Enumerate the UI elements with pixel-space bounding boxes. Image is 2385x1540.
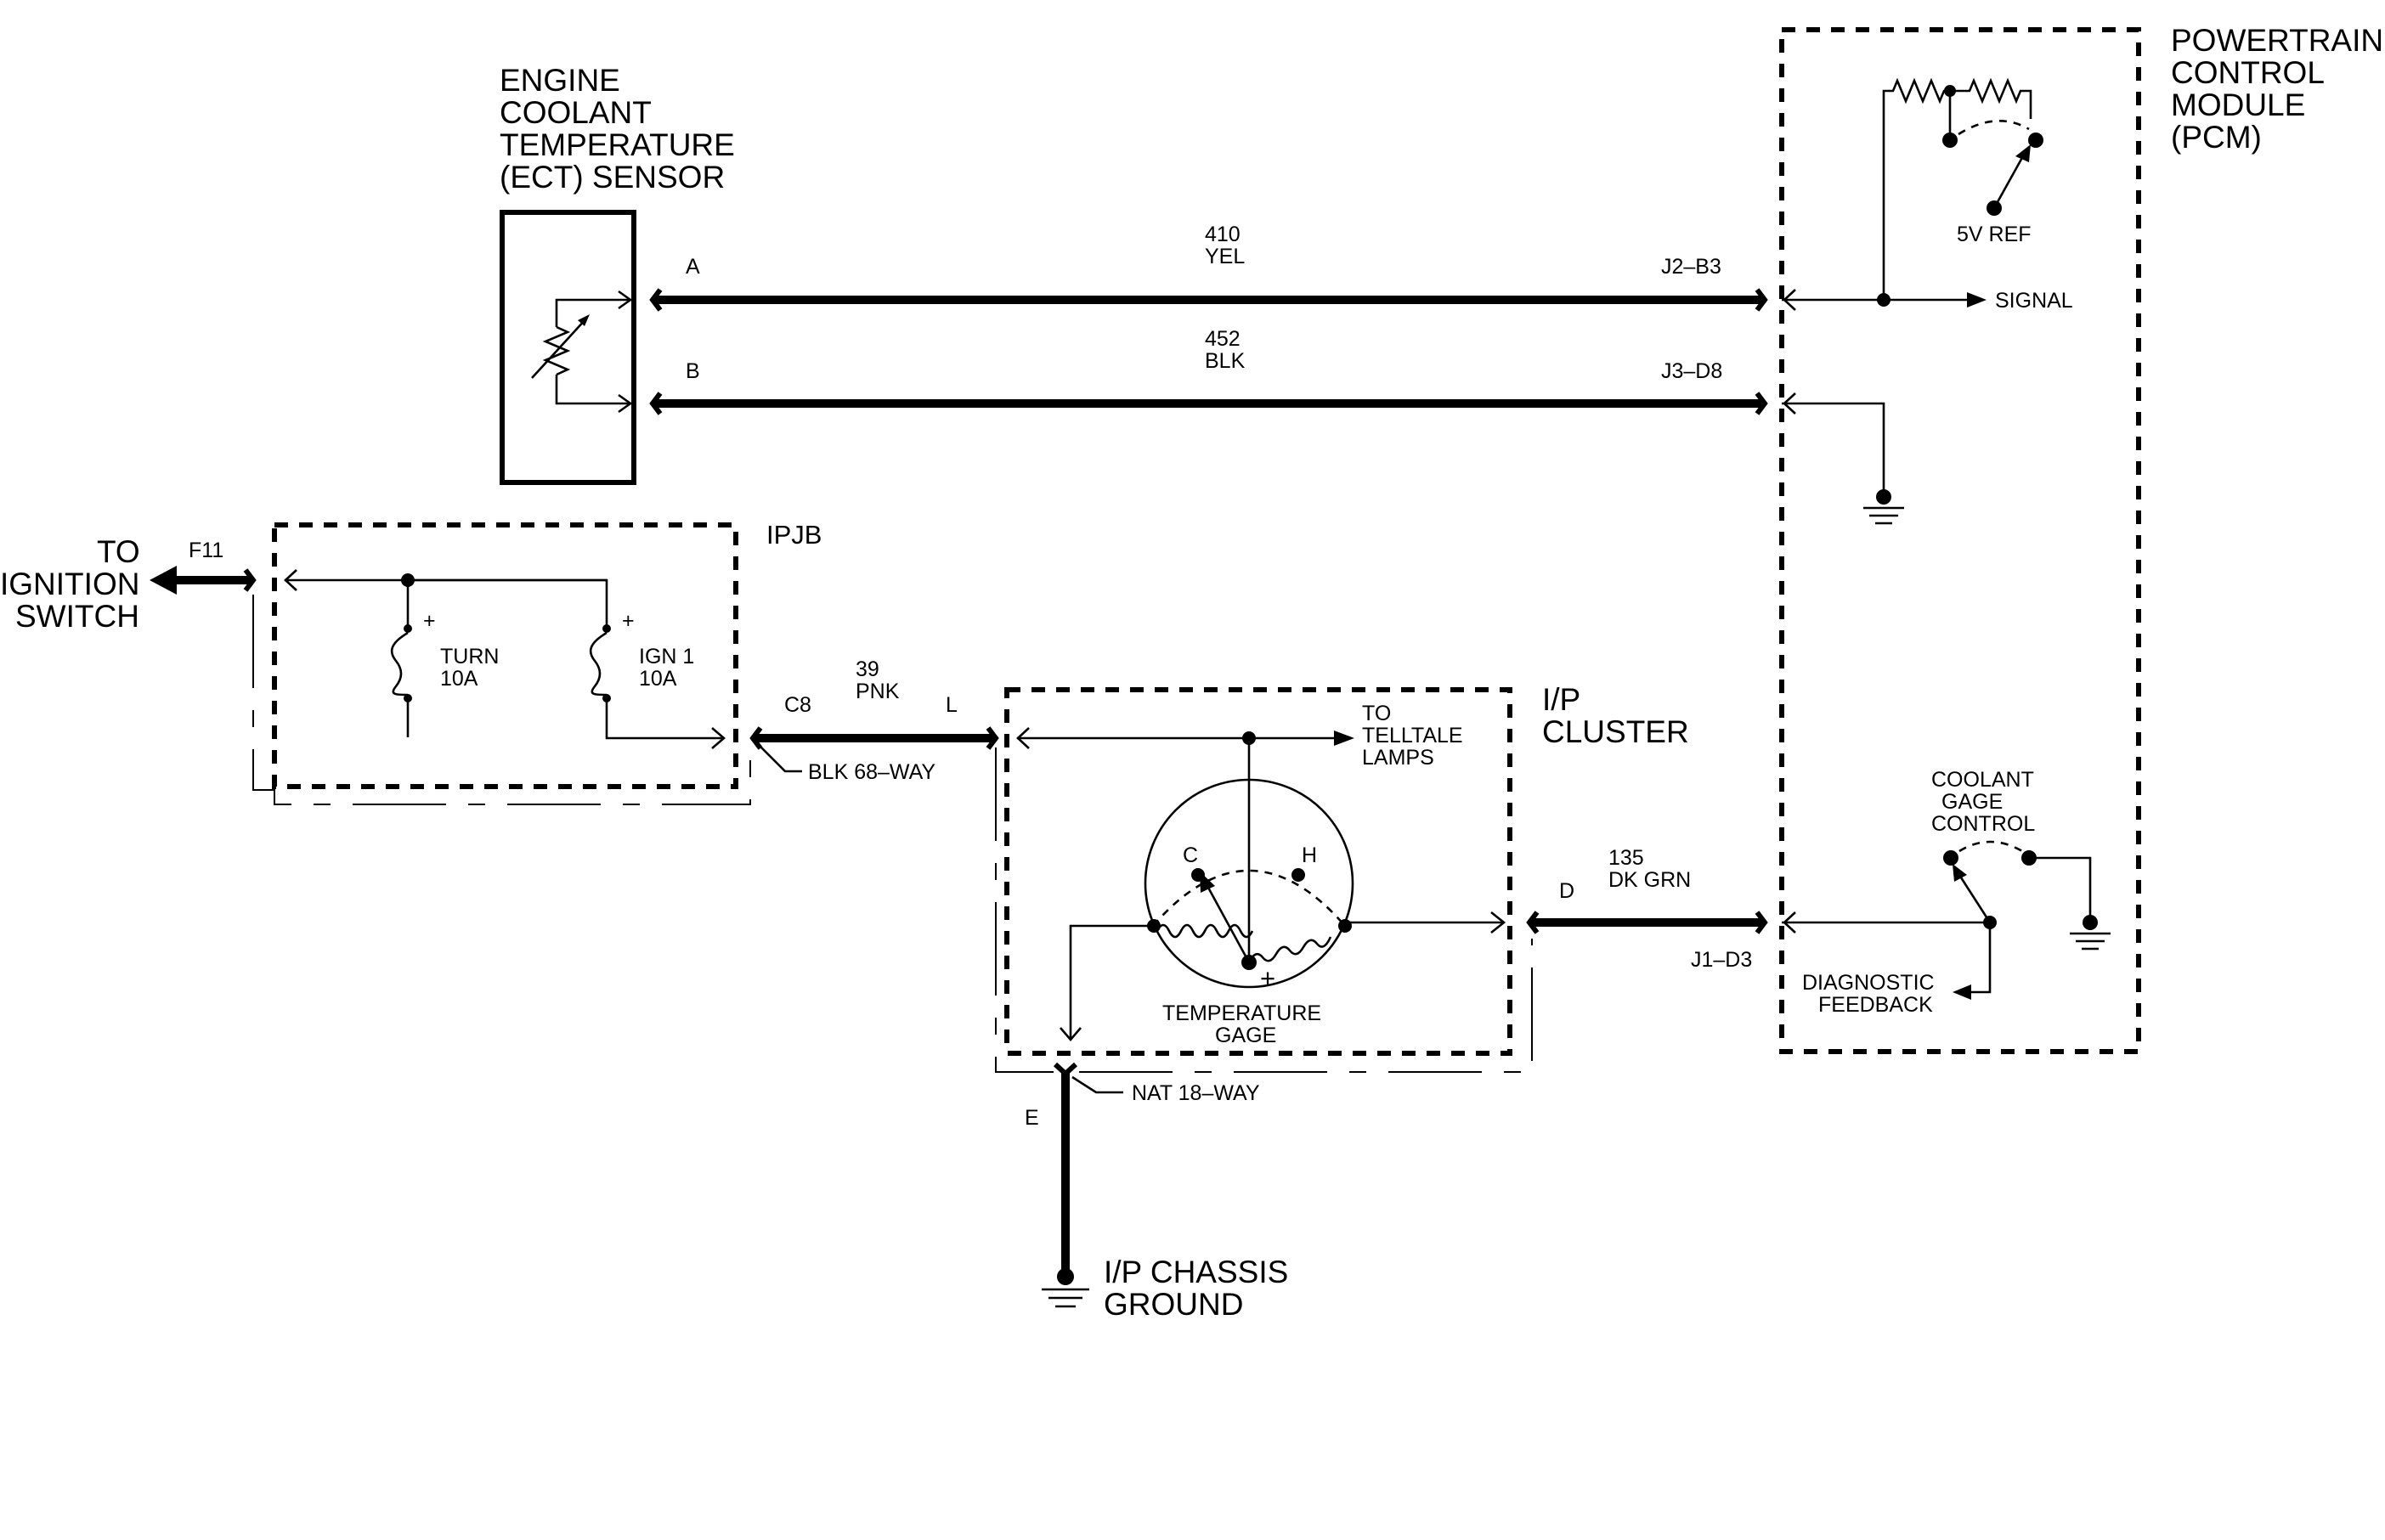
wire-39-circuit: 39: [856, 657, 879, 681]
wire-410-circuit: 410: [1205, 223, 1241, 246]
fuse-ign1-plus: +: [622, 609, 635, 633]
cluster-boundary: [1004, 687, 1512, 1056]
gage-hot-mark: H: [1302, 843, 1317, 867]
telltale-label-line-1: TO: [1362, 702, 1391, 725]
to-ignition-line-2: IGNITION: [0, 567, 139, 601]
thermistor-symbol: [531, 290, 634, 414]
fuse-ign1: + IGN 1 10A: [408, 578, 726, 749]
wire-452-circuit: 452: [1205, 327, 1241, 351]
fuse-turn-label-line-1: TURN: [440, 645, 499, 668]
to-ignition-line-3: SWITCH: [15, 599, 139, 634]
telltale-label-line-2: TELLTALE: [1362, 724, 1463, 747]
pcm-coolant-gage-control: COOLANT GAGE CONTROL DIAGNOSTIC FEEDBACK: [1782, 768, 2111, 1017]
ect-sensor-title-line-4: (ECT) SENSOR: [500, 160, 725, 195]
wire-39-color: PNK: [856, 680, 900, 703]
gage-label-line-2: GAGE: [1215, 1024, 1276, 1047]
ground-label-line-2: GROUND: [1104, 1287, 1243, 1322]
connector-blk-68-way: BLK 68–WAY: [808, 760, 935, 784]
pcm-pin-j2-b3: J2–B3: [1661, 255, 1721, 279]
diagnostic-feedback-line-2: FEEDBACK: [1818, 993, 1933, 1017]
wire-39-pnk: C8 39 PNK L BLK 68–WAY: [749, 657, 999, 784]
pcm-sensor-ground: [1782, 392, 1904, 525]
fuse-turn-label-line-2: 10A: [440, 667, 478, 691]
fuse-ign1-label-line-2: 10A: [639, 667, 677, 691]
wire-452-color: BLK: [1205, 349, 1246, 373]
pcm-signal-line: SIGNAL: [1782, 289, 2073, 313]
gage-label-line-1: TEMPERATURE: [1162, 1001, 1321, 1025]
pcm-boundary: [1779, 27, 2141, 1054]
wire-39-pin-c8: C8: [784, 693, 811, 717]
pcm-title-line-4: (PCM): [2171, 120, 2262, 155]
ground-label-line-1: I/P CHASSIS: [1104, 1255, 1288, 1289]
gage-control-label-line-1: COOLANT: [1931, 768, 2034, 792]
pcm-5v-reference-circuit: 5V REF: [1882, 77, 2043, 300]
ect-sensor-title-line-1: ENGINE: [500, 63, 620, 98]
fuse-turn-plus: +: [423, 609, 436, 633]
fuse-f11-label: F11: [189, 539, 223, 562]
to-ignition-line-1: TO: [97, 534, 140, 569]
pcm-module: POWERTRAIN CONTROL MODULE (PCM) 5V REF S…: [1779, 23, 2383, 1054]
wire-39-pin-l: L: [946, 693, 958, 717]
fuse-ign1-label-line-1: IGN 1: [639, 645, 694, 668]
gage-plus-terminal: +: [1260, 963, 1275, 993]
gage-control-label-line-3: CONTROL: [1931, 812, 2035, 836]
fuse-turn: + TURN 10A: [390, 580, 499, 737]
ect-sensor: ENGINE COOLANT TEMPERATURE (ECT) SENSOR: [500, 63, 735, 485]
telltale-label-line-3: LAMPS: [1362, 746, 1434, 770]
wire-135-color: DK GRN: [1608, 868, 1691, 892]
to-ignition-switch: TO IGNITION SWITCH F11: [0, 534, 257, 634]
wire-135-dk-grn: D 135 DK GRN J1–D3: [1526, 846, 1768, 972]
pcm-signal-label: SIGNAL: [1995, 289, 2073, 313]
ipjb-title: IPJB: [766, 520, 822, 550]
ground-wire-pin-e: E: [1025, 1106, 1039, 1130]
ect-pin-b-label: B: [686, 359, 700, 383]
pcm-pin-j1-d3: J1–D3: [1691, 948, 1752, 972]
ect-sensor-title-line-2: COOLANT: [500, 95, 652, 130]
wire-410-yel: A 410 YEL J2–B3: [649, 223, 1768, 312]
cluster-title-line-1: I/P: [1542, 682, 1580, 717]
pcm-pin-j3-d8: J3–D8: [1661, 359, 1722, 383]
ect-sensor-title-line-3: TEMPERATURE: [500, 127, 735, 162]
ground-wire-e: E NAT 18–WAY I/P CHASSIS GROUND: [1025, 1062, 1288, 1322]
gage-control-label-line-2: GAGE: [1941, 790, 2003, 814]
wire-452-blk: B 452 BLK J3–D8: [649, 327, 1768, 415]
wire-135-pin-d: D: [1559, 879, 1574, 903]
pcm-title-line-2: CONTROL: [2171, 55, 2325, 90]
connector-nat-18-way: NAT 18–WAY: [1132, 1081, 1260, 1105]
cluster-title-line-2: CLUSTER: [1542, 714, 1689, 749]
pcm-5v-ref-label: 5V REF: [1957, 223, 2032, 246]
pcm-title-line-3: MODULE: [2171, 87, 2305, 122]
ip-cluster: I/P CLUSTER TO TELLTALE LAMPS C H + TEM: [995, 682, 1689, 1073]
ipjb-boundary: [272, 522, 738, 789]
ect-sensor-housing: [500, 210, 636, 485]
ect-pin-a-label: A: [686, 255, 700, 279]
temperature-gage: C H + TEMPERATURE GAGE: [1144, 738, 1354, 1047]
wire-135-circuit: 135: [1608, 846, 1644, 870]
ipjb: IPJB + TURN 10A + IGN 1 10A: [252, 520, 822, 805]
pcm-title-line-1: POWERTRAIN: [2171, 23, 2383, 58]
wire-410-color: YEL: [1205, 245, 1245, 268]
diagnostic-feedback-line-1: DIAGNOSTIC: [1802, 971, 1935, 995]
gage-cold-mark: C: [1183, 843, 1198, 867]
